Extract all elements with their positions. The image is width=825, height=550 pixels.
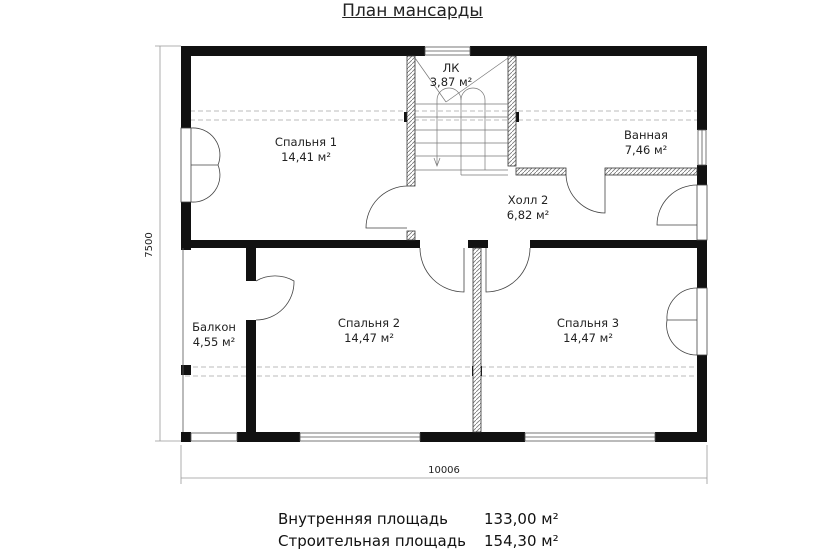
room-name-lk: ЛК — [443, 61, 460, 75]
doors — [180, 127, 708, 356]
room-area-lk: 3,87 м² — [430, 75, 473, 89]
room-area-bedroom-1: 14,41 м² — [281, 150, 331, 164]
staircase — [414, 57, 509, 176]
room-area-bedroom-2: 14,47 м² — [344, 331, 394, 345]
room-name-hall: Холл 2 — [508, 193, 549, 207]
room-area-hall: 6,82 м² — [507, 208, 550, 222]
room-name-bedroom-2: Спальня 2 — [338, 316, 400, 330]
plan-title: План мансарды — [342, 1, 483, 21]
width-dimension: 10006 — [428, 465, 460, 476]
room-area-bathroom: 7,46 м² — [625, 143, 668, 157]
room-area-bedroom-3: 14,47 м² — [563, 331, 613, 345]
room-name-bathroom: Ванная — [624, 128, 668, 142]
room-name-bedroom-3: Спальня 3 — [557, 316, 619, 330]
roof-lines — [185, 110, 697, 377]
windows — [182, 46, 707, 442]
dimension-lines — [155, 45, 708, 484]
summary-value-internal: 133,00 м² — [484, 510, 559, 528]
room-name-balcony: Балкон — [192, 320, 236, 334]
summary-label-construction: Строительная площадь — [278, 532, 466, 550]
room-name-bedroom-1: Спальня 1 — [275, 135, 337, 149]
walls — [181, 46, 707, 442]
height-dimension: 7500 — [144, 232, 155, 257]
room-area-balcony: 4,55 м² — [193, 335, 236, 349]
summary-value-construction: 154,30 м² — [484, 532, 559, 550]
partitions — [406, 55, 698, 433]
summary-label-internal: Внутренняя площадь — [278, 510, 448, 528]
